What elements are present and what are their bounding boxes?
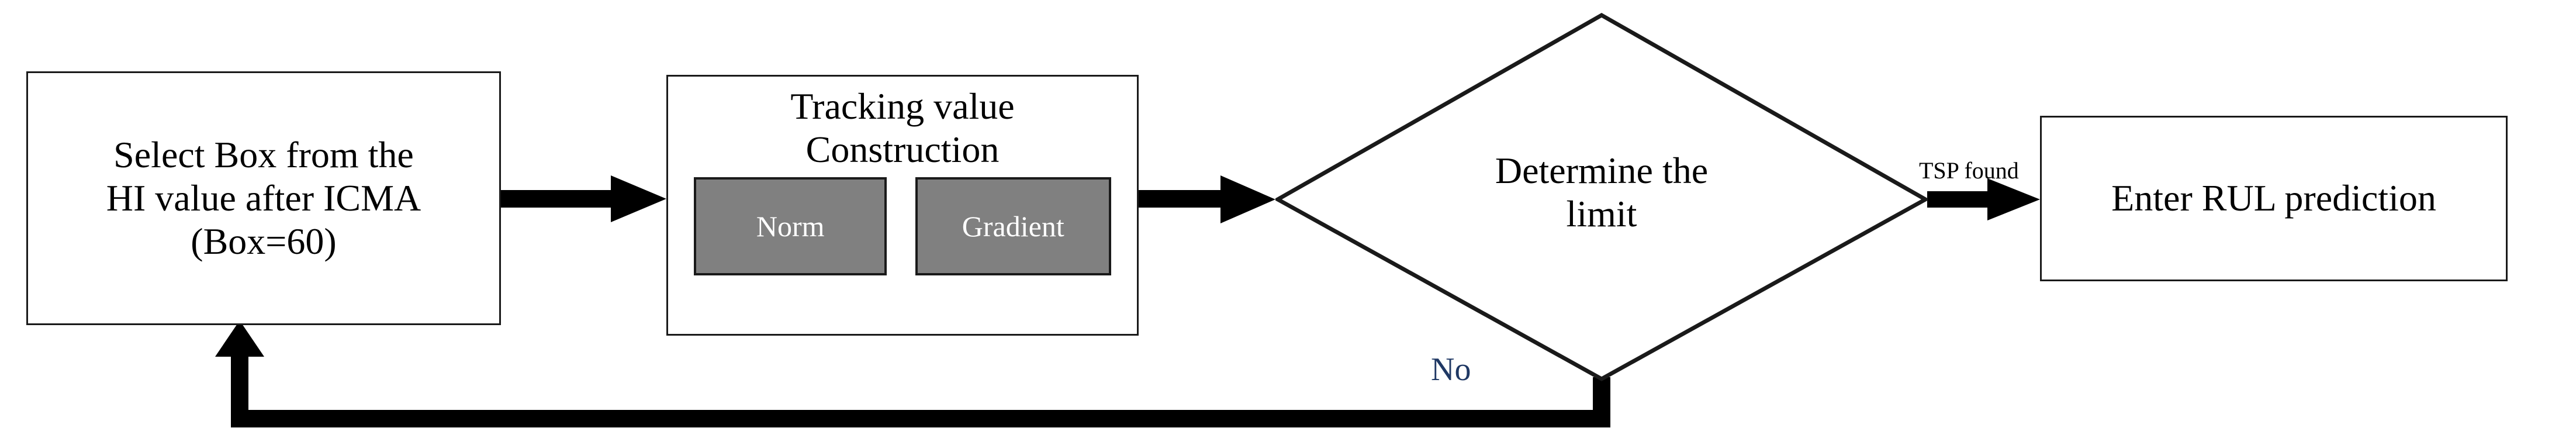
diamond-shape (1275, 13, 1928, 381)
edge-select-to-tracking (501, 175, 666, 222)
node-enter-rul-prediction[interactable]: Enter RUL prediction (2040, 116, 2508, 281)
edge-decision-to-rul (1927, 178, 2040, 220)
edge-tracking-to-decision (1139, 175, 1275, 223)
edge-label-no: No (1431, 351, 1471, 388)
node-enter-rul-prediction-label: Enter RUL prediction (2111, 177, 2436, 219)
edge-label-tsp-found: TSP found (1919, 157, 2019, 184)
node-tracking-label: Tracking value Construction (790, 85, 1015, 171)
subbox-gradient[interactable]: Gradient (915, 177, 1111, 276)
node-select-box-label: Select Box from the HI value after ICMA … (106, 133, 421, 263)
node-tracking-value-construction[interactable]: Tracking value Construction Norm Gradien… (666, 75, 1139, 336)
subbox-norm-label: Norm (756, 210, 825, 243)
subbox-norm[interactable]: Norm (694, 177, 887, 276)
subbox-gradient-label: Gradient (962, 210, 1064, 243)
node-determine-the-limit[interactable] (1275, 13, 1928, 381)
tracking-subbox-row: Norm Gradient (668, 177, 1137, 276)
node-select-box[interactable]: Select Box from the HI value after ICMA … (26, 71, 501, 325)
